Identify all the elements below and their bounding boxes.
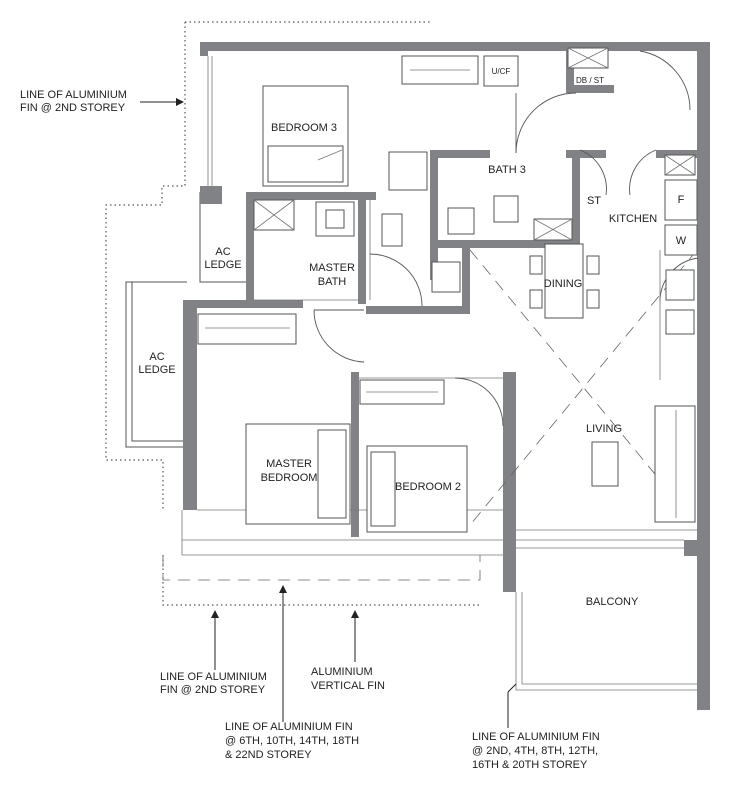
walls: [183, 42, 710, 710]
note-fin-6th-2: @ 6TH, 10TH, 14TH, 18TH: [225, 735, 359, 747]
room-label-store: ST: [587, 195, 601, 207]
room-label-master-bedroom-1: MASTER: [266, 458, 312, 470]
fixture-label-ucf: U/CF: [492, 67, 511, 76]
room-label-bath3: BATH 3: [488, 164, 526, 176]
note-fin-2nd-bottom-2: FIN @ 2ND STOREY: [160, 684, 266, 696]
note-fin-2nd-top-1: LINE OF ALUMINIUM: [20, 89, 127, 101]
annotation-notes: LINE OF ALUMINIUM FIN @ 2ND STOREY LINE …: [20, 89, 600, 771]
note-fin-2nd-4th-1: LINE OF ALUMINIUM FIN: [472, 731, 600, 743]
fixture-label-fridge: F: [678, 194, 685, 206]
aluminium-fin-outline: [105, 21, 480, 606]
note-fin-2nd-4th-2: @ 2ND, 4TH, 8TH, 12TH,: [472, 745, 598, 757]
room-labels: BEDROOM 3 BATH 3 MASTER BATH AC LEDGE AC…: [138, 122, 657, 608]
room-label-ac-ledge-left-1: AC: [149, 351, 164, 363]
room-label-ac-ledge-left-2: LEDGE: [138, 364, 175, 376]
door-swings: [313, 50, 699, 427]
note-fin-2nd-top-2: FIN @ 2ND STOREY: [20, 102, 126, 114]
room-label-master-bedroom-2: BEDROOM: [261, 472, 318, 484]
fixture-labels: U/CF DB / ST F W: [492, 67, 687, 247]
kitchen-fixtures: [659, 179, 698, 380]
room-label-bedroom2: BEDROOM 2: [395, 481, 461, 493]
room-label-ac-ledge-upper-2: LEDGE: [204, 259, 241, 271]
room-label-kitchen: KITCHEN: [609, 213, 657, 225]
room-label-master-bath-1: MASTER: [309, 262, 355, 274]
note-fin-2nd-4th-3: 16TH & 20TH STOREY: [472, 759, 588, 771]
room-label-dining: DINING: [544, 278, 583, 290]
room-label-bedroom3: BEDROOM 3: [271, 122, 337, 134]
room-label-living: LIVING: [586, 423, 622, 435]
note-fin-6th-3: & 22ND STOREY: [225, 749, 312, 761]
note-fin-2nd-bottom-1: LINE OF ALUMINIUM: [160, 671, 267, 683]
room-label-balcony: BALCONY: [586, 596, 639, 608]
living-furniture: [591, 405, 696, 523]
dining-table: [529, 243, 600, 319]
fixture-label-db-st: DB / ST: [576, 76, 604, 85]
bedroom3-furniture: [262, 55, 519, 191]
fin-line-6th: [162, 555, 481, 581]
room-label-ac-ledge-upper-1: AC: [215, 246, 230, 258]
glazing-lines: [181, 56, 697, 691]
fixture-label-washer: W: [676, 235, 687, 247]
master-bedroom-furniture: [197, 313, 468, 533]
bath-fixtures: [253, 47, 696, 293]
room-label-master-bath-2: BATH: [318, 276, 347, 288]
note-vertical-fin-1: ALUMINIUM: [311, 666, 373, 678]
note-vertical-fin-2: VERTICAL FIN: [311, 680, 385, 692]
note-fin-6th-1: LINE OF ALUMINIUM FIN: [225, 721, 353, 733]
